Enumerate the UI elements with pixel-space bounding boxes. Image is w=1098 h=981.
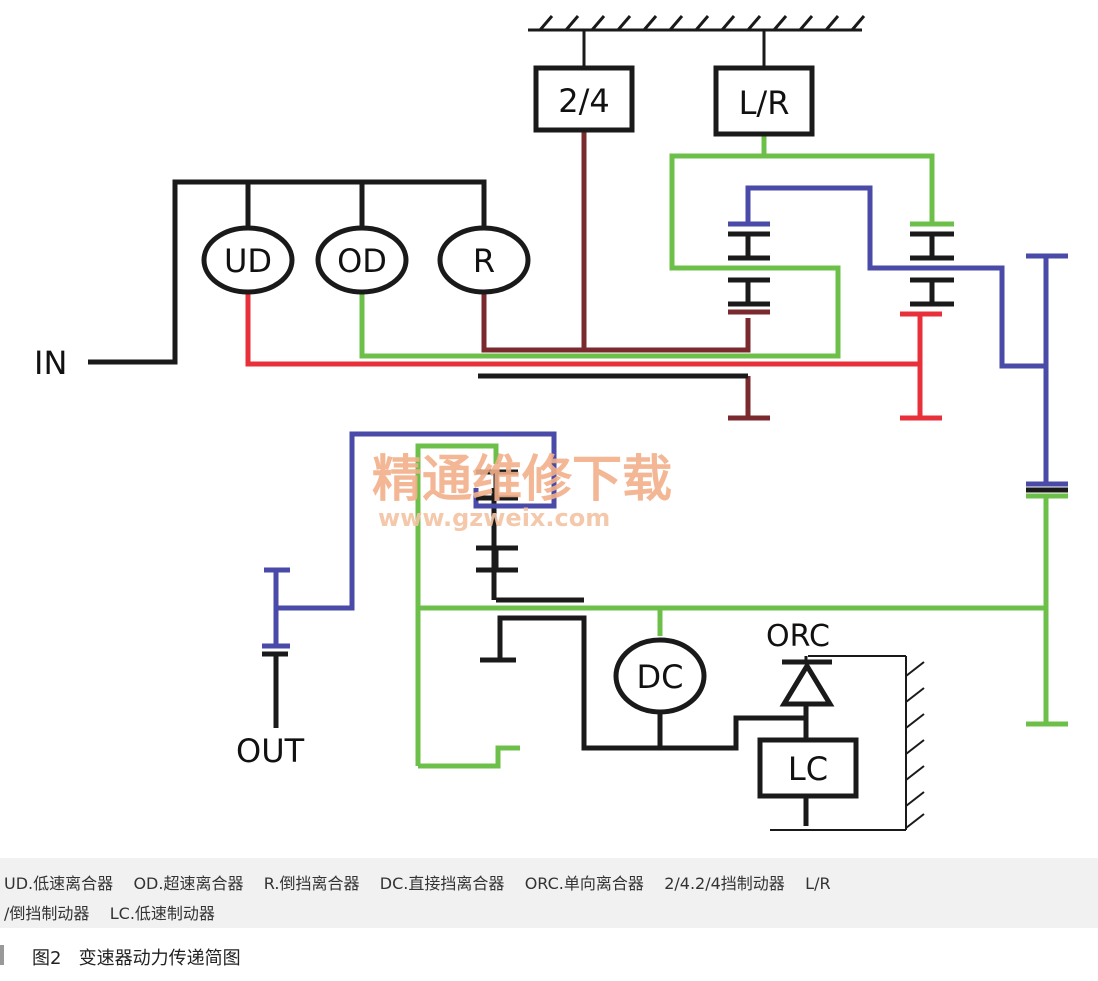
planetary-pinions — [476, 231, 1068, 573]
clutch-od-label: OD — [337, 242, 387, 280]
transmission-diagram: 2/4 L/R LC UD OD R DC ORC IN OUT 精通维修下载 … — [34, 15, 1068, 831]
underdrive-path — [245, 290, 942, 421]
clutch-od: OD — [315, 225, 409, 295]
ground-right — [770, 655, 925, 831]
overdrive-path — [359, 136, 1068, 769]
clutch-ud: UD — [201, 225, 295, 295]
ground-top — [528, 15, 866, 68]
oneway-clutch-orc: ORC — [766, 619, 835, 707]
clutch-r: R — [437, 225, 531, 295]
legend-band — [0, 858, 1098, 928]
clutch-r-label: R — [473, 242, 495, 280]
brake-24: 2/4 — [533, 65, 635, 133]
output-label: OUT — [236, 732, 305, 770]
input-shaft — [88, 179, 487, 365]
input-label: IN — [34, 344, 67, 382]
brake-lr-label: L/R — [739, 84, 790, 122]
output-lines — [262, 488, 809, 826]
figure-caption: 图2 变速器动力传递简图 — [32, 948, 241, 969]
legend-text-line1: UD.低速离合器 OD.超速离合器 R.倒挡离合器 DC.直接挡离合器 ORC.… — [4, 874, 831, 893]
watermark-url: www.gzweix.com — [378, 504, 610, 532]
oneway-orc-label: ORC — [766, 619, 830, 654]
clutch-dc: DC — [613, 637, 707, 715]
watermark-title: 精通维修下载 — [372, 450, 672, 508]
clutch-ud-label: UD — [224, 242, 272, 280]
brake-lc-label: LC — [788, 750, 828, 788]
brake-24-label: 2/4 — [558, 82, 610, 120]
legend-text-line2: /倒挡制动器 LC.低速制动器 — [4, 904, 215, 923]
brake-lr: L/R — [713, 65, 815, 137]
caption-marker — [0, 945, 4, 965]
reverse-path — [481, 130, 770, 421]
clutch-dc-label: DC — [637, 658, 684, 696]
brake-lc: LC — [757, 737, 859, 799]
ring-gear-path — [262, 185, 1068, 649]
